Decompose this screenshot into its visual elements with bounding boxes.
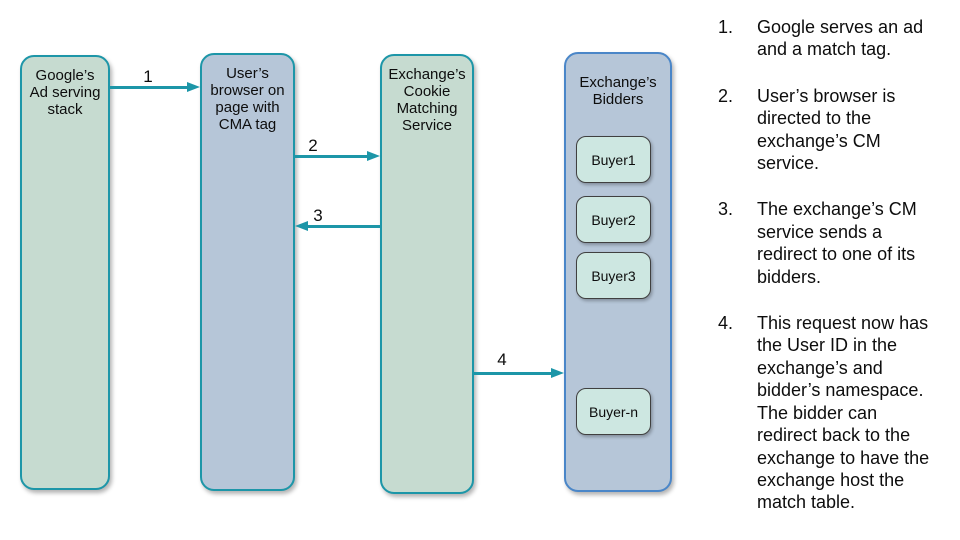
note-item-2: 2. User’s browser is directed to the exc… (718, 85, 950, 175)
buyer-n-node: Buyer-n (576, 388, 651, 435)
node-exchange-bidders: Exchange’s Bidders Buyer1 Buyer2 Buyer3 … (564, 52, 672, 492)
flow-arrow-3-label: 3 (313, 206, 323, 225)
note-item-1: 1. Google serves an ad and a match tag. (718, 16, 950, 61)
note-text: User’s browser is directed to the exchan… (757, 85, 896, 174)
note-number: 1. (718, 17, 734, 37)
note-number: 4. (718, 313, 734, 334)
buyer1-node: Buyer1 (576, 136, 651, 183)
note-item-4: 4. This request now has the User ID in t… (718, 312, 950, 514)
node-cookie-matching-service: Exchange’s Cookie Matching Service (380, 54, 474, 494)
note-text: The exchange’s CM service sends a redire… (757, 199, 917, 287)
flow-arrow-4-right-icon (474, 368, 564, 378)
node-label-exchange-bidders: Exchange’s Bidders (579, 74, 657, 108)
note-item-3: 3. The exchange’s CM service sends a red… (718, 198, 950, 288)
note-text: Google serves an ad and a match tag. (757, 17, 924, 60)
note-number: 3. (718, 199, 734, 220)
note-text: This request now has the User ID in the … (757, 313, 930, 513)
flow-arrow-1-right-icon (110, 82, 200, 92)
node-label-users-browser: User’s browser on page with CMA tag (210, 65, 285, 133)
node-label-cookie-matching-service: Exchange’s Cookie Matching Service (388, 66, 466, 134)
note-number: 2. (718, 85, 734, 106)
steps-notes-list: 1. Google serves an ad and a match tag. … (718, 16, 950, 538)
buyer2-node: Buyer2 (576, 196, 651, 243)
node-label-googles-ad-serving-stack: Google’s Ad serving stack (29, 67, 101, 118)
flow-arrow-1-label: 1 (143, 67, 153, 86)
node-googles-ad-serving-stack: Google’s Ad serving stack (20, 55, 110, 490)
buyer3-label: Buyer3 (591, 267, 636, 284)
flow-arrow-2-label: 2 (308, 136, 318, 155)
buyer1-label: Buyer1 (591, 151, 636, 168)
buyer-n-label: Buyer-n (588, 403, 639, 420)
buyer2-label: Buyer2 (591, 211, 636, 228)
flow-arrow-3-left-icon (295, 221, 380, 231)
node-users-browser: User’s browser on page with CMA tag (200, 53, 295, 491)
flow-arrow-2-right-icon (295, 151, 380, 161)
flow-arrow-4-label: 4 (497, 350, 507, 369)
buyer3-node: Buyer3 (576, 252, 651, 299)
